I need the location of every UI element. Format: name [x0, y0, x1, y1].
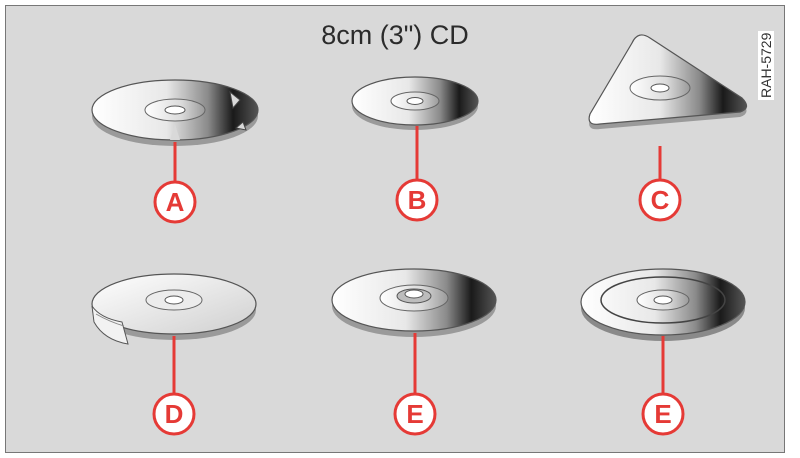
- label-d: D: [165, 399, 184, 429]
- disc-e2: [580, 268, 746, 341]
- marker-b: B: [395, 178, 439, 222]
- label-e2: E: [654, 399, 671, 429]
- label-e1: E: [406, 399, 423, 429]
- marker-e1: E: [393, 392, 437, 436]
- marker-a: A: [153, 180, 197, 224]
- label-b: B: [408, 185, 427, 215]
- disc-e1: [331, 268, 497, 337]
- label-a: A: [166, 187, 185, 217]
- marker-d: D: [152, 392, 196, 436]
- disc-c: [588, 34, 748, 130]
- label-c: C: [651, 185, 670, 215]
- marker-e2: E: [641, 392, 685, 436]
- disc-a: [91, 79, 259, 146]
- disc-d: [91, 273, 257, 345]
- marker-c: C: [638, 178, 682, 222]
- disc-b: [351, 76, 479, 130]
- figure-title: 8cm (3") CD: [321, 20, 469, 50]
